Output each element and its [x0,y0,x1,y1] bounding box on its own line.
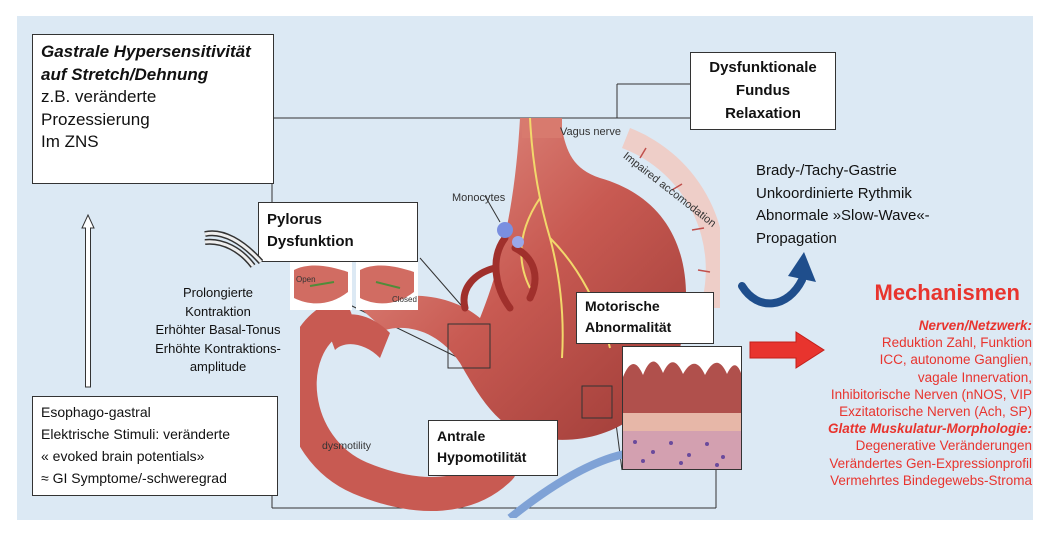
pincer-arrow-icon [203,228,263,268]
esophago-gastral-box: Esophago-gastral Elektrische Stimuli: ve… [32,396,278,496]
nerves-item: Exzitatorische Nerven (Ach, SP) [760,403,1032,420]
nerves-item: ICC, autonome Ganglien, [760,351,1032,368]
nerves-heading: Nerven/Netzwerk: [760,317,1032,334]
small-intestinal-dysmotility-label: dysmotility [322,440,371,453]
nerves-item: Reduktion Zahl, Funktion [760,334,1032,351]
pylorus-effects-text: Prolongierte Kontraktion Erhöhter Basal-… [150,284,286,377]
esophagus [522,118,562,138]
muscle-layer-inset [622,346,742,470]
curved-blue-arrow-icon [738,246,822,316]
gastric-hypersensitivity-box: Gastrale Hypersensitivität auf Stretch/D… [32,34,274,184]
muscle-item: Verändertes Gen-Expressionprofil [760,455,1032,472]
muscle-item: Vermehrtes Bindegewebs-Stroma [760,472,1032,489]
muscle-heading: Glatte Muskulatur-Morphologie: [760,420,1032,437]
monocytes-label: Monocytes [452,192,505,204]
muscle-item: Degenerative Veränderungen [760,437,1032,454]
antral-hypomotility-box: Antrale Hypomotilität [428,420,558,476]
gastric-rhythm-text: Brady-/Tachy-Gastrie Unkoordinierte Ryth… [756,160,930,250]
up-arrow-icon [80,214,96,388]
nerves-item: Inhibitorische Nerven (nNOS, VIP [760,386,1032,403]
nerves-item: vagale Innervation, [760,369,1032,386]
mechanisms-list: Nerven/Netzwerk: Reduktion Zahl, Funktio… [760,317,1032,489]
pylorus-dysfunction-box: Pylorus Dysfunktion [258,202,418,262]
fundus-relaxation-box: Dysfunktionale Fundus Relaxation [690,52,836,130]
open-label: Open [296,275,316,284]
monocyte-cell [512,236,524,248]
vagus-nerve-label: Vagus nerve [560,126,621,138]
monocyte-cell [497,222,513,238]
motor-abnormality-box: Motorische Abnormalität [576,292,714,344]
mechanisms-title: Mechanismen [840,280,1020,306]
closed-label: Closed [392,295,417,304]
